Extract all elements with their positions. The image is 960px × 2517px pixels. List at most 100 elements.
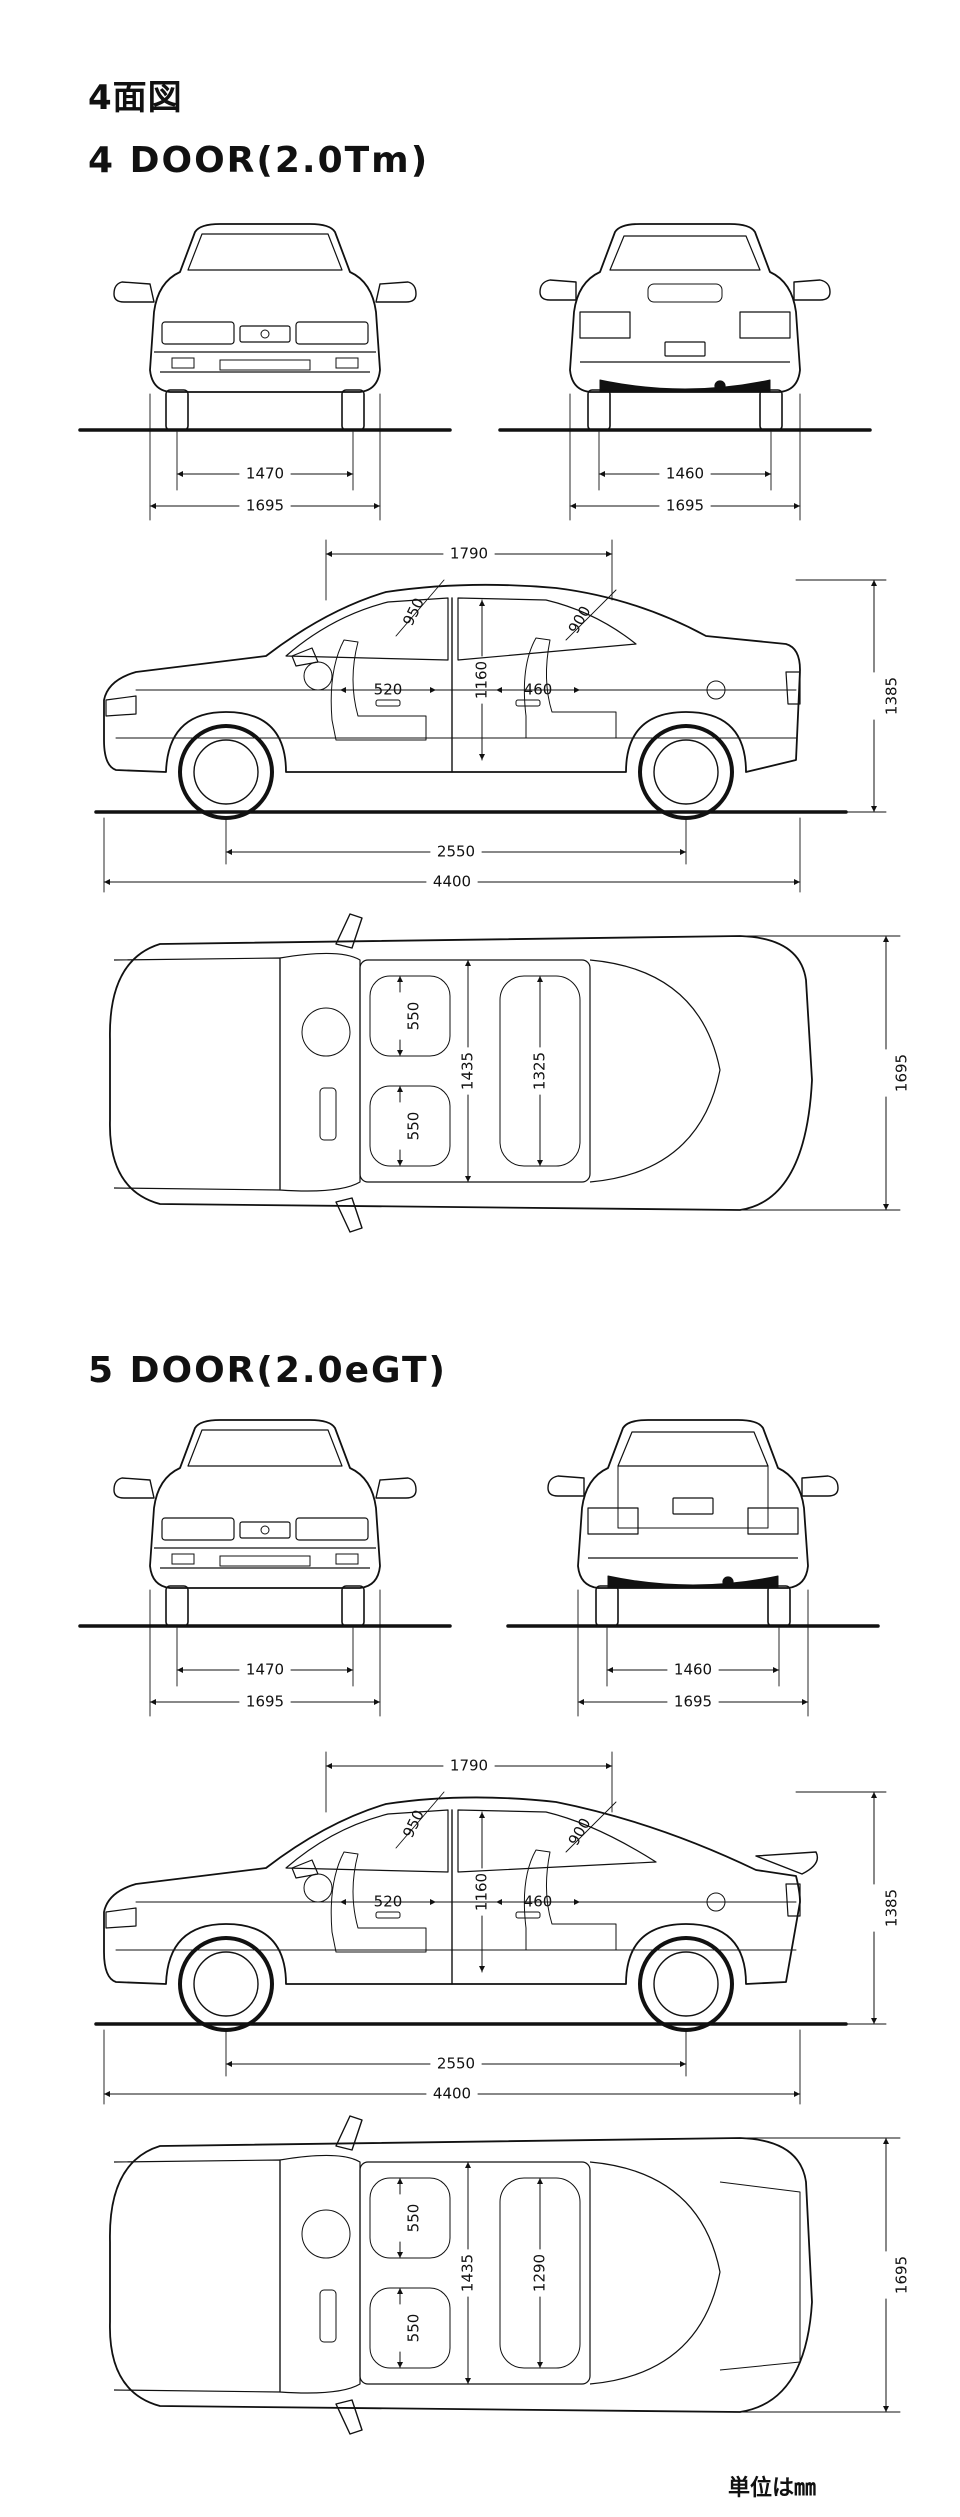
rear-window bbox=[457, 1809, 657, 1873]
front-seat-width-lower-dimension-value: 550 bbox=[405, 2314, 423, 2343]
roof-panel bbox=[359, 2161, 591, 2385]
dimension-arrowhead bbox=[430, 1899, 436, 1905]
dimension-arrowhead bbox=[104, 879, 110, 885]
left-rear-tire bbox=[587, 389, 611, 431]
headroom-rear-line bbox=[565, 1801, 617, 1853]
windshield bbox=[279, 2154, 361, 2394]
dimension-arrowhead bbox=[773, 1667, 779, 1673]
rear-glass bbox=[589, 2161, 721, 2385]
rear-seat-depth-dimension: 460 bbox=[495, 681, 581, 699]
side-body-outline bbox=[103, 583, 801, 773]
rear-tread-dimension-value: 1460 bbox=[666, 465, 704, 483]
front-rim bbox=[193, 739, 259, 805]
dimension-arrowhead bbox=[397, 2362, 403, 2368]
headroom-front-line bbox=[395, 579, 445, 637]
front-bumper bbox=[154, 351, 376, 373]
rear-rim bbox=[653, 1951, 719, 2017]
right-mirror bbox=[801, 1475, 839, 1497]
front-tread-dimension-value: 1470 bbox=[246, 1661, 284, 1679]
dimension-arrowhead bbox=[226, 849, 232, 855]
dimension-arrowhead bbox=[578, 1699, 584, 1705]
left-foglamp bbox=[171, 357, 195, 369]
dimension-arrowhead bbox=[871, 580, 877, 586]
left-mirror bbox=[113, 281, 155, 303]
front-seat-depth-dimension-value: 520 bbox=[374, 681, 403, 699]
interior-length-dimension: 1790 bbox=[325, 1757, 613, 1775]
rear-room-width-dimension-value: 1290 bbox=[531, 2254, 549, 2292]
headroom-rear-value: 900 bbox=[565, 1815, 595, 1849]
front-door-handle bbox=[375, 1911, 401, 1919]
rear-room-width-dimension: 1290 bbox=[531, 2177, 549, 2369]
overall-length-dimension-value: 4400 bbox=[433, 873, 471, 891]
dimension-arrowhead bbox=[397, 1050, 403, 1056]
dimension-arrowhead bbox=[802, 1699, 808, 1705]
interior-length-dimension-value: 1790 bbox=[450, 1757, 488, 1775]
dimension-arrowhead bbox=[479, 1966, 485, 1972]
top-right-mirror bbox=[335, 1197, 363, 1233]
headroom-rear-line bbox=[565, 589, 617, 641]
right-taillight bbox=[747, 1507, 799, 1535]
dimension-arrowhead bbox=[374, 1699, 380, 1705]
interior-length-dimension: 1790 bbox=[325, 545, 613, 563]
dimension-arrowhead bbox=[465, 2378, 471, 2384]
front-seat-width-upper-dimension-value: 550 bbox=[405, 1002, 423, 1031]
windshield bbox=[187, 1429, 343, 1467]
hood bbox=[113, 957, 281, 1191]
front-width-dimension-value: 1695 bbox=[246, 1693, 284, 1711]
front-left-seat bbox=[369, 2177, 451, 2259]
front-left-seat bbox=[369, 975, 451, 1057]
front-width-dimension-value: 1695 bbox=[246, 497, 284, 515]
dimension-arrowhead bbox=[883, 936, 889, 942]
dimension-arrowhead bbox=[465, 2162, 471, 2168]
left-front-tire bbox=[165, 1585, 189, 1627]
top-right-mirror bbox=[335, 2399, 363, 2435]
dimension-arrowhead bbox=[397, 2178, 403, 2184]
section-title-5door: 5 DOOR(2.0eGT) bbox=[88, 1350, 447, 1391]
dimension-arrowhead bbox=[150, 1699, 156, 1705]
dimension-arrowhead bbox=[465, 1176, 471, 1182]
front-seat-width-lower-dimension-value: 550 bbox=[405, 1112, 423, 1141]
dimension-arrowhead bbox=[574, 687, 580, 693]
rear-glass bbox=[589, 959, 721, 1183]
rear-seat-depth-dimension-value: 460 bbox=[524, 1893, 553, 1911]
overall-height-dimension: 1385 bbox=[871, 579, 901, 813]
rear-width-dimension-value: 1695 bbox=[674, 1693, 712, 1711]
grille bbox=[239, 325, 291, 343]
front-window bbox=[285, 1809, 449, 1873]
wheelbase-dimension-value: 2550 bbox=[437, 2055, 475, 2073]
dimension-arrowhead bbox=[496, 1899, 502, 1905]
windshield bbox=[279, 952, 361, 1192]
dimension-arrowhead bbox=[397, 976, 403, 982]
trunk-lid bbox=[647, 283, 723, 303]
rear-body-outline bbox=[577, 1419, 809, 1589]
dimension-arrowhead bbox=[537, 2362, 543, 2368]
rear-tread-dimension: 1460 bbox=[598, 465, 772, 483]
unit-note: 単位は㎜ bbox=[728, 2476, 817, 2501]
right-mirror bbox=[793, 279, 831, 301]
right-headlight bbox=[295, 321, 369, 345]
dimension-arrowhead bbox=[104, 2091, 110, 2097]
overall-height-dimension-value: 1385 bbox=[883, 677, 901, 715]
right-mirror bbox=[375, 1477, 417, 1499]
dimension-arrowhead bbox=[765, 471, 771, 477]
exhaust-tip bbox=[714, 380, 726, 392]
taillight bbox=[785, 1883, 801, 1917]
overall-length-dimension: 4400 bbox=[103, 873, 801, 891]
right-taillight bbox=[739, 311, 791, 339]
front-seat-depth-dimension: 520 bbox=[339, 681, 437, 699]
dimension-arrowhead bbox=[607, 1667, 613, 1673]
overall-width-dimension: 1695 bbox=[883, 2137, 911, 2413]
dimension-arrowhead bbox=[326, 1763, 332, 1769]
dimension-arrowhead bbox=[340, 1899, 346, 1905]
rear-spoiler bbox=[755, 1851, 819, 1875]
interior-height-dimension-value: 1160 bbox=[473, 1873, 491, 1911]
rear-rim bbox=[653, 739, 719, 805]
hood bbox=[113, 2159, 281, 2393]
left-rear-tire bbox=[595, 1585, 619, 1627]
steering-wheel-top bbox=[301, 2209, 351, 2259]
dimension-arrowhead bbox=[883, 2406, 889, 2412]
